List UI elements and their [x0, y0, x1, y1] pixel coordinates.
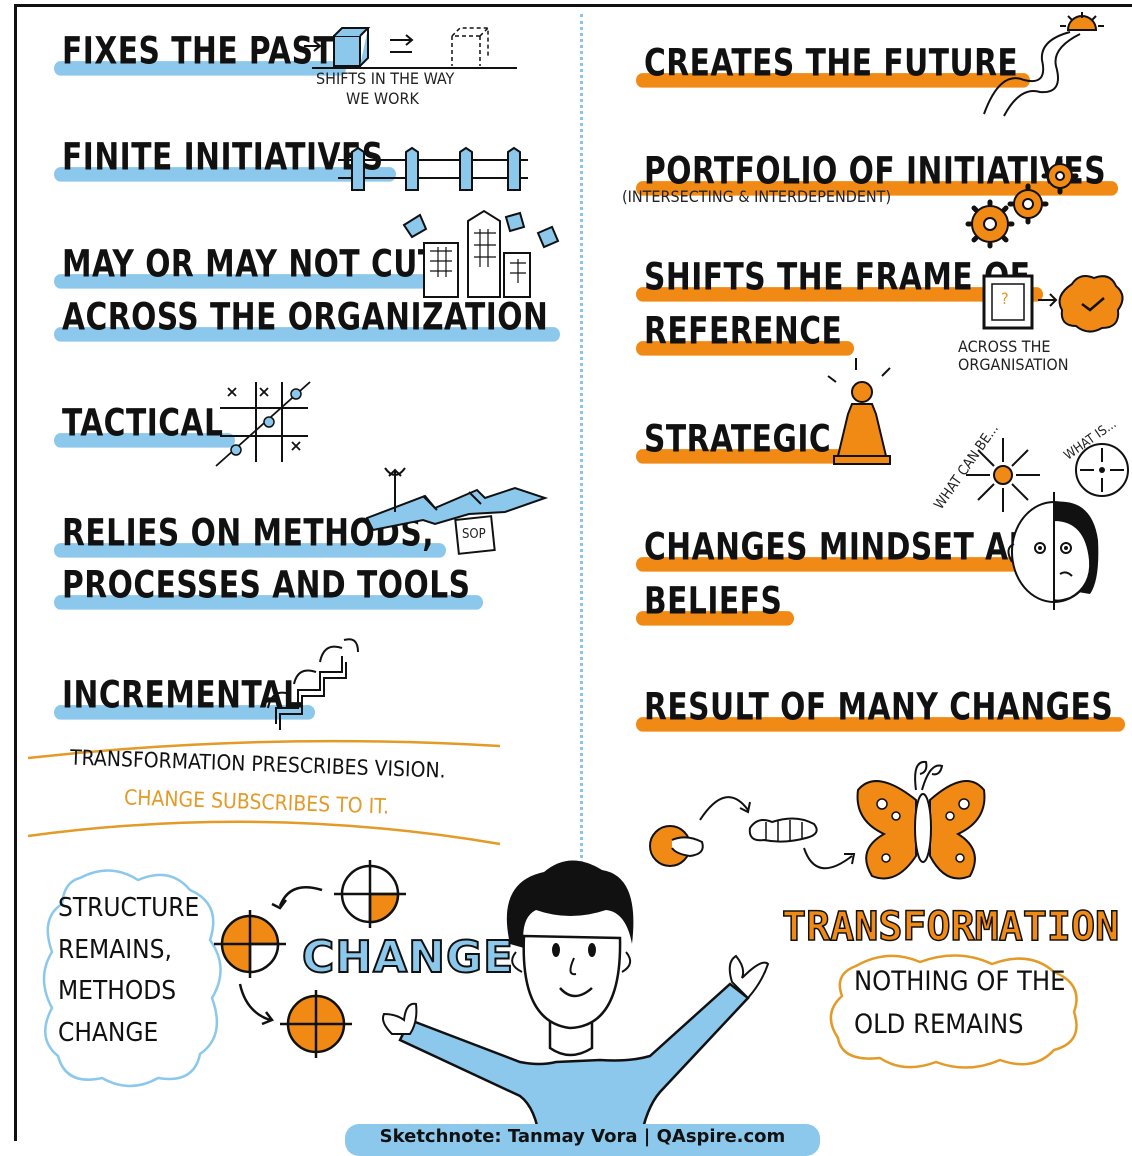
road-sun-icon — [983, 12, 1104, 117]
metamorphosis-icon — [649, 760, 986, 880]
person-illustration — [382, 860, 770, 1144]
credit-banner: Sketchnote: Tanmay Vora | QAspire.com — [345, 1124, 820, 1156]
transformation-word: TRANSFORMATION — [781, 903, 1120, 951]
change-item-fixes-past: FIXES THE PAST — [54, 32, 347, 76]
left-cloud-line: REMAINS, — [58, 934, 172, 965]
transform-item-creates-future: CREATES THE FUTURE — [636, 44, 1031, 88]
chess-pawn-icon — [827, 358, 891, 465]
change-item-tactical: TACTICAL — [54, 404, 236, 448]
across-note-line1: ACROSS THE — [958, 337, 1051, 356]
change-word: CHANGE — [301, 931, 515, 984]
what-can-be-icon — [966, 438, 1040, 512]
transform-item-shifts-frame: SHIFTS THE FRAME OF — [636, 258, 1043, 302]
transform-item-strategic: STRATEGIC — [636, 420, 844, 464]
half-face-icon — [1007, 492, 1099, 610]
right-cloud-line: NOTHING OF THE — [854, 966, 1066, 997]
transform-item-portfolio: PORTFOLIO OF INITIATIVES — [636, 152, 1119, 196]
left-cloud-line: CHANGE — [58, 1017, 159, 1048]
what-is-icon — [1075, 443, 1129, 497]
sop-label: SOP — [462, 527, 486, 542]
shift-boxes-icon — [304, 27, 517, 69]
left-cloud-line: METHODS — [58, 976, 177, 1007]
frame-question-mark: ? — [1001, 289, 1009, 308]
transform-item-mindset: CHANGES MINDSET AND — [636, 528, 1072, 572]
left-cloud-line: STRUCTURE — [58, 893, 200, 923]
crosshair-cycle-icon — [214, 860, 406, 1058]
left-cloud — [42, 869, 222, 1088]
tic-tac-toe-icon — [215, 381, 311, 467]
sketch-frame — [14, 4, 1132, 1141]
change-item-finite: FINITE INITIATIVES — [54, 138, 396, 182]
change-item-incremental: INCREMENTAL — [54, 676, 315, 720]
change-item-processes: PROCESSES AND TOOLS — [54, 566, 483, 610]
left-cloud-text: STRUCTURE REMAINS, METHODS CHANGE — [58, 888, 199, 1054]
change-item-across-org: ACROSS THE ORGANIZATION — [54, 298, 561, 342]
transform-item-beliefs: BELIEFS — [636, 582, 795, 626]
right-cloud-line: OLD REMAINS — [854, 1009, 1024, 1041]
transform-item-result: RESULT OF MANY CHANGES — [636, 688, 1126, 732]
shifts-note-line2: WE WORK — [346, 89, 419, 108]
buildings-icon — [402, 209, 560, 298]
across-note-line2: ORGANISATION — [958, 355, 1069, 374]
change-item-may-or-may-not: MAY OR MAY NOT CUT — [54, 245, 451, 289]
gears-icon — [965, 157, 1079, 249]
right-cloud — [829, 954, 1078, 1069]
stairs-icon — [267, 638, 359, 730]
quote-swooshes — [27, 739, 501, 846]
right-cloud-text: NOTHING OF THE OLD REMAINS — [854, 960, 1066, 1046]
center-divider — [580, 14, 583, 864]
transform-item-reference: REFERENCE — [636, 312, 855, 356]
frame-to-check-icon — [982, 274, 1124, 333]
shifts-note-line1: SHIFTS IN THE WAY — [316, 69, 455, 88]
process-arrows-icon — [365, 467, 549, 555]
portfolio-note: (INTERSECTING & INTERDEPENDENT) — [622, 187, 892, 206]
fence-icon — [338, 146, 528, 191]
